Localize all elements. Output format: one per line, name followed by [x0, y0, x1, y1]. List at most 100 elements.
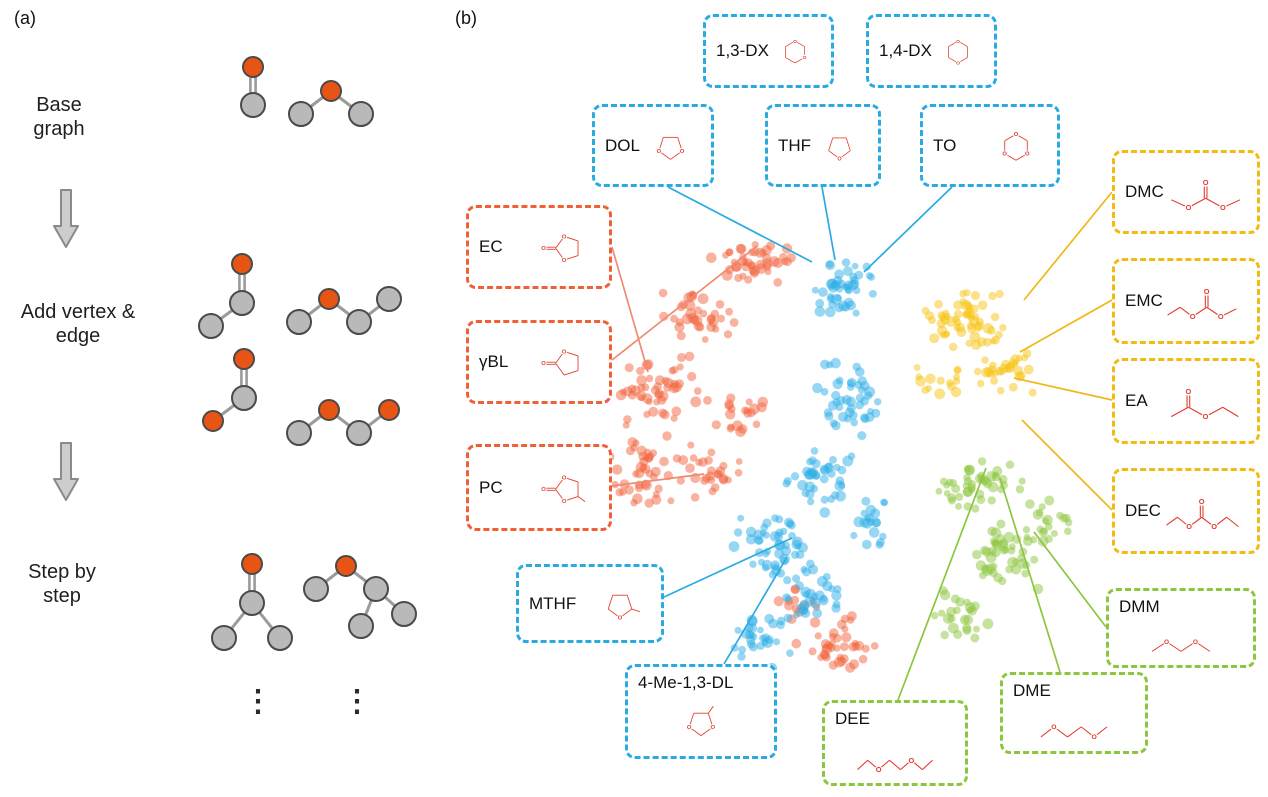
molecule-label-dol: DOL	[605, 135, 640, 155]
molecule-structure: OO	[1040, 723, 1108, 741]
leader-line	[1019, 299, 1113, 353]
leader-line	[897, 467, 987, 701]
svg-text:O: O	[1002, 151, 1007, 157]
svg-text:O: O	[909, 756, 915, 765]
molecule-structure: OOO	[540, 473, 586, 505]
molecule-label-emc: EMC	[1125, 291, 1163, 310]
carbon-node	[348, 613, 374, 639]
leader-line	[611, 473, 705, 487]
molecule-graph-0	[240, 56, 266, 118]
svg-text:O: O	[1211, 522, 1217, 531]
molecule-label-pc: PC	[479, 477, 503, 497]
svg-text:O: O	[618, 615, 623, 621]
molecule-label-dmm: DMM	[1119, 597, 1160, 616]
carbon-node	[376, 286, 402, 312]
svg-text:O: O	[562, 499, 567, 505]
panel-a-label: (a)	[14, 8, 36, 28]
molecule-label-dmc: DMC	[1125, 182, 1164, 201]
oxygen-node	[378, 399, 400, 421]
svg-text:O: O	[541, 487, 546, 493]
carbon-node	[231, 385, 257, 411]
carbon-node	[239, 590, 265, 616]
carbon-node	[346, 309, 372, 335]
svg-text:O: O	[680, 148, 685, 154]
svg-text:O: O	[1185, 387, 1191, 396]
molecule-structure: O	[607, 594, 641, 621]
leader-line	[1023, 191, 1113, 301]
ellipsis-right: ⋮	[342, 685, 372, 718]
svg-text:O: O	[1204, 287, 1210, 296]
svg-text:O: O	[837, 156, 841, 162]
molecule-graph-2	[198, 253, 255, 339]
oxygen-node	[318, 288, 340, 310]
carbon-node	[348, 101, 374, 127]
carbon-node	[286, 420, 312, 446]
stage-label-2: Step by step	[28, 561, 96, 608]
oxygen-node	[241, 553, 263, 575]
molecule-graph-5	[286, 399, 400, 446]
carbon-node	[346, 420, 372, 446]
molecule-graph-1	[288, 80, 374, 127]
oxygen-node	[320, 80, 342, 102]
svg-text:O: O	[793, 39, 797, 45]
ellipsis-left: ⋮	[243, 685, 273, 718]
svg-text:O: O	[956, 39, 960, 45]
carbon-node	[391, 601, 417, 627]
svg-text:O: O	[1199, 497, 1205, 506]
down-arrow-icon	[53, 189, 79, 248]
molecule-graph-7	[303, 555, 417, 639]
molecule-structure: OO	[540, 348, 579, 376]
svg-text:O: O	[1193, 639, 1198, 646]
molecule-graph-4	[202, 348, 257, 432]
molecule-graph-3	[286, 286, 402, 335]
carbon-node	[267, 625, 293, 651]
svg-text:O: O	[1014, 132, 1019, 138]
svg-text:O: O	[1164, 639, 1169, 646]
svg-text:O: O	[1091, 734, 1097, 741]
molecule-box-mthf: MTHF O	[516, 564, 664, 643]
molecule-label-me4dl: 4-Me-1,3-DL	[638, 673, 734, 692]
svg-text:O: O	[1202, 178, 1208, 187]
svg-text:O: O	[562, 234, 567, 240]
green-cluster	[931, 457, 1073, 643]
molecule-structure: OOO	[1001, 130, 1031, 161]
svg-text:O: O	[541, 246, 546, 252]
molecule-label-to: TO	[933, 135, 957, 155]
blue-cluster	[728, 258, 888, 674]
carbon-node	[229, 290, 255, 316]
carbon-node	[363, 576, 389, 602]
carbon-node	[198, 313, 224, 339]
svg-text:O: O	[562, 258, 567, 264]
molecule-label-mthf: MTHF	[529, 593, 577, 613]
panel-b-label: (b)	[455, 8, 477, 28]
carbon-node	[240, 92, 266, 118]
oxygen-node	[231, 253, 253, 275]
svg-text:O: O	[687, 725, 692, 731]
molecule-structure: O O O	[540, 233, 579, 264]
leader-line	[1013, 377, 1113, 401]
svg-text:O: O	[562, 349, 567, 355]
carbon-node	[286, 309, 312, 335]
molecule-label-dec: DEC	[1125, 501, 1161, 520]
carbon-node	[211, 625, 237, 651]
svg-text:O: O	[711, 725, 716, 731]
oxygen-node	[335, 555, 357, 577]
leader-line	[663, 537, 793, 598]
leader-line	[863, 186, 953, 273]
leader-line	[667, 186, 813, 263]
stage-label-0: Base graph	[33, 94, 85, 141]
